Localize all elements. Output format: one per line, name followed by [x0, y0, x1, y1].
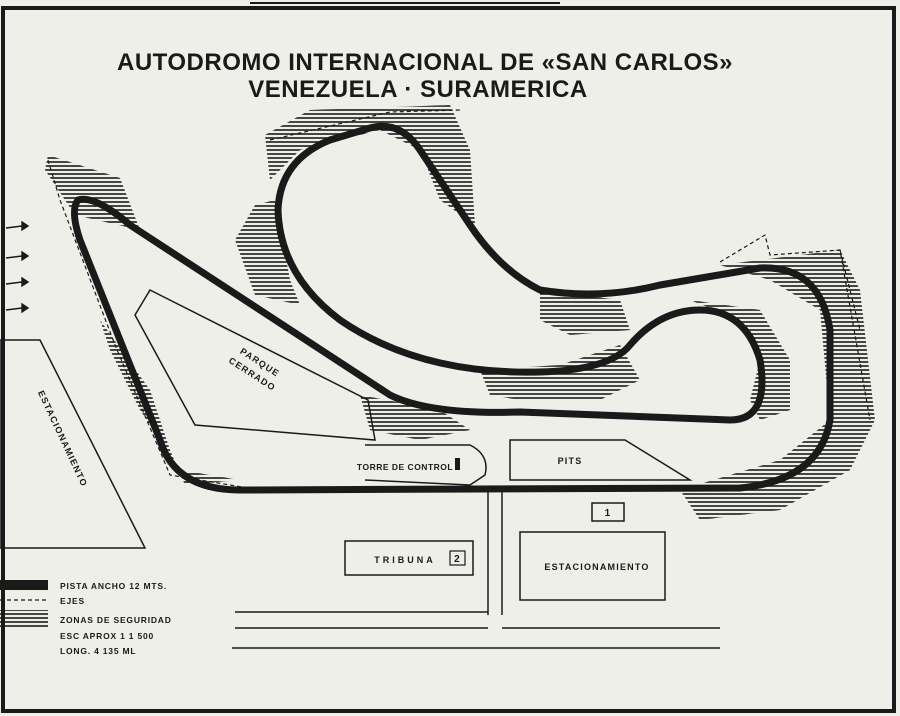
- safety-zone-right-inner: [690, 300, 790, 420]
- legend-length: LONG. 4 135 ML: [60, 646, 136, 656]
- legend-safety-label: ZONAS DE SEGURIDAD: [60, 615, 172, 625]
- legend-track-label: PISTA ANCHO 12 MTS.: [60, 581, 167, 591]
- race-track: [71, 122, 834, 494]
- tribuna-number-box: [449, 550, 466, 566]
- safety-zone-lower-left: [100, 320, 240, 485]
- box-number-frame: [591, 502, 625, 522]
- parking-left-area: [0, 339, 147, 549]
- control-tower-area: [364, 444, 487, 486]
- map-title-line2: VENEZUELA · SURAMERICA: [248, 76, 587, 103]
- control-tower-label: TORRE DE CONTROL: [357, 462, 453, 472]
- legend-axes-label: EJES: [60, 596, 85, 606]
- control-tower-icon: [455, 458, 460, 470]
- parque-cerrado-area: [134, 289, 376, 441]
- parking-bottom-area: [519, 531, 666, 601]
- legend-scale: ESC APROX 1 1 500: [60, 631, 154, 641]
- tribuna-number: 2: [454, 554, 461, 565]
- legend-track-swatch: [0, 580, 48, 590]
- map-legend: PISTA ANCHO 12 MTS. EJES ZONAS DE SEGURI…: [0, 580, 172, 656]
- tribuna-area: [344, 540, 474, 576]
- tribuna-label: TRIBUNA: [374, 555, 436, 565]
- access-roads: [232, 490, 720, 649]
- safety-zone-center-bottom: [540, 290, 630, 335]
- safety-zone-lower-mid: [360, 395, 470, 440]
- parking-left-label: ESTACIONAMIENTO: [36, 389, 90, 489]
- parking-bottom-label: ESTACIONAMIENTO: [544, 562, 649, 572]
- map-title-line1: AUTODROMO INTERNACIONAL DE «SAN CARLOS»: [117, 49, 733, 76]
- safety-zone-top-left: [235, 200, 300, 305]
- map-frame: [1, 6, 896, 713]
- pits-area: [509, 439, 693, 481]
- safety-zone-top: [265, 105, 475, 225]
- legend-safety-swatch: [0, 610, 48, 628]
- axes-lines: [47, 109, 871, 491]
- entry-arrows: [5, 220, 30, 314]
- pits-label: PITS: [558, 456, 583, 466]
- box-number: 1: [605, 508, 612, 519]
